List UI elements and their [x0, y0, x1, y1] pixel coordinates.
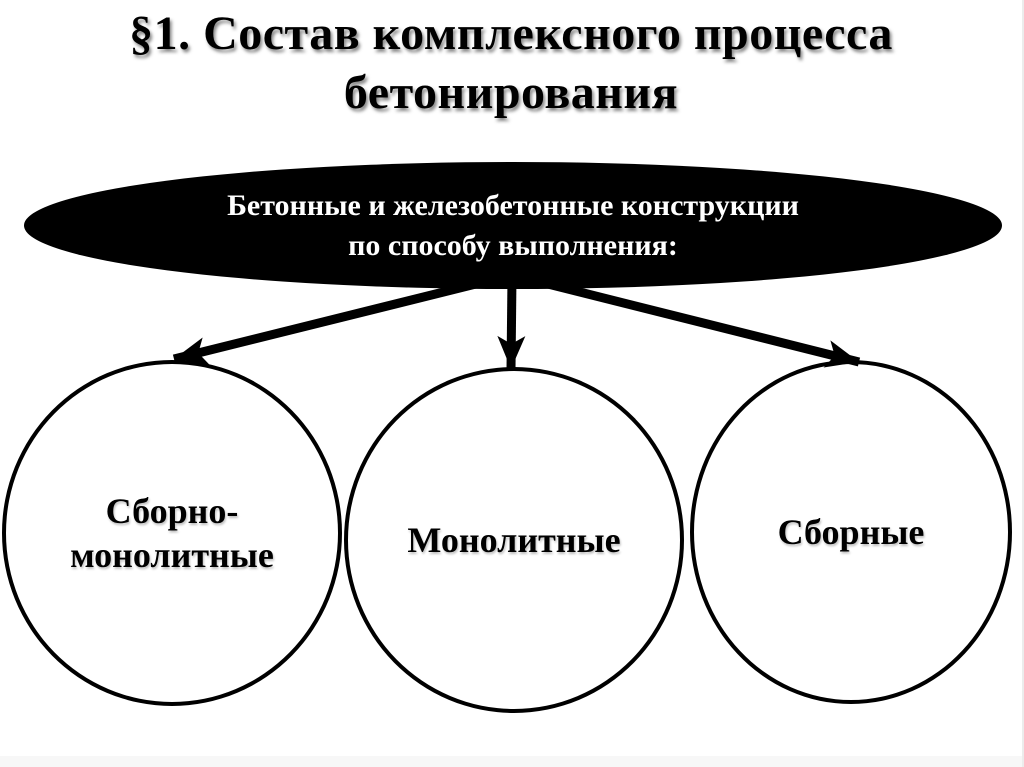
circle-label-line1: Сборно- — [105, 491, 239, 531]
arrow-to-precast — [514, 271, 861, 368]
bottom-edge-shade — [0, 756, 1022, 767]
slide-title-line2: бетонирования — [343, 66, 679, 119]
header-oval: Бетонные и железобетонные конструкции по… — [24, 162, 1002, 289]
arrow-to-monolithic — [497, 275, 526, 370]
slide-title-line1: §1. Состав комплексного процесса — [129, 7, 893, 60]
circle-label-line2: монолитные — [70, 535, 274, 575]
oval-text-line2: по способу выполнения: — [348, 228, 678, 262]
category-circle-monolithic: Монолитные — [344, 367, 684, 713]
category-circle-precast: Сборные — [690, 360, 1012, 704]
slide-title: §1. Состав комплексного процесса бетонир… — [0, 4, 1022, 122]
circle-label-line1: Монолитные — [407, 520, 621, 560]
circle-label: Сборно- монолитные — [70, 489, 274, 577]
circle-label: Сборные — [778, 510, 925, 554]
oval-text-line1: Бетонные и железобетонные конструкции — [227, 188, 799, 222]
circle-label-line1: Сборные — [777, 512, 925, 552]
circle-label: Монолитные — [407, 518, 620, 562]
category-circle-precast-monolithic: Сборно- монолитные — [2, 360, 342, 706]
